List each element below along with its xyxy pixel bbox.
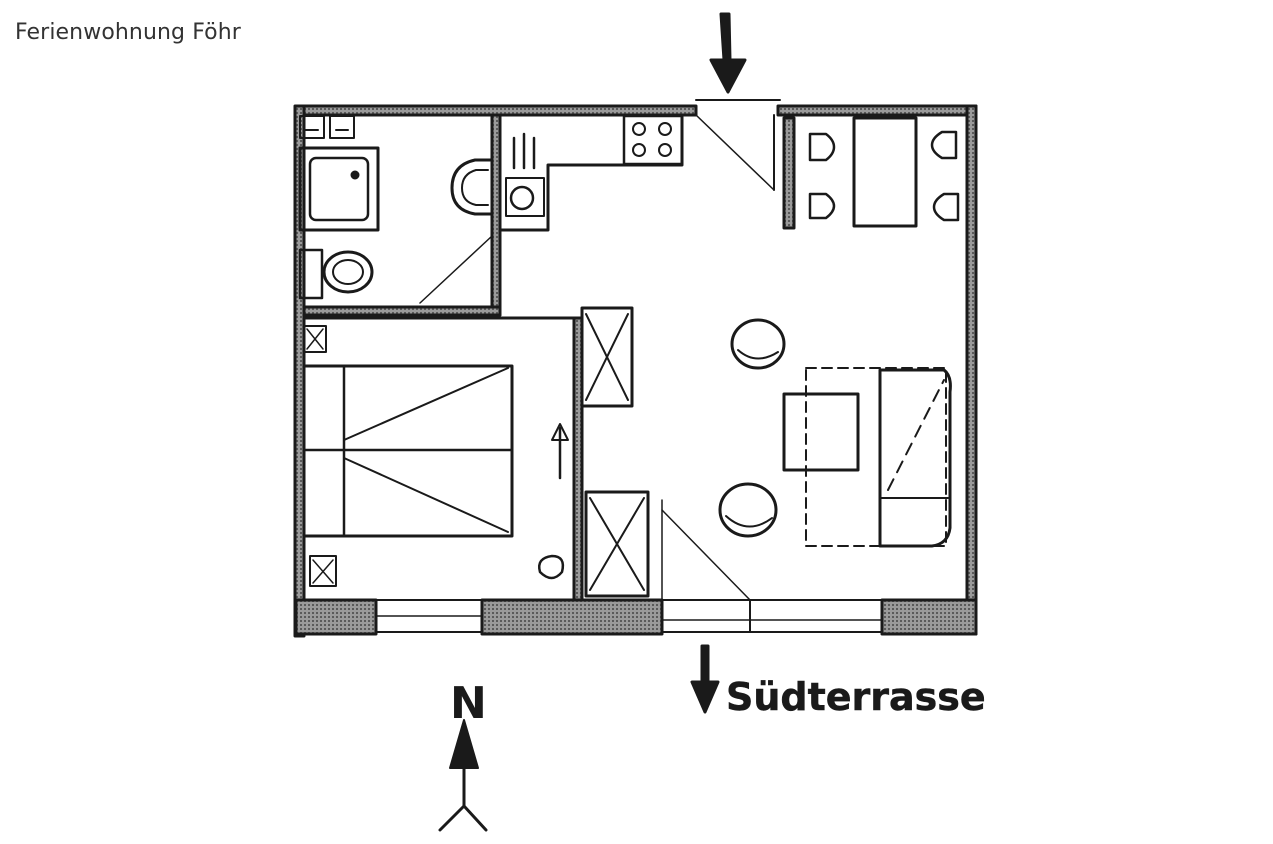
bathroom (298, 113, 502, 317)
wardrobes (580, 306, 650, 598)
terrace-arrow-icon (690, 644, 720, 714)
living-area (718, 318, 952, 548)
terrace-door (661, 499, 751, 601)
north-arrow-icon (438, 719, 488, 832)
bedroom (302, 316, 584, 602)
north-label: N (450, 678, 487, 729)
outer-walls (293, 99, 978, 638)
terrace-label: Südterrasse (726, 675, 986, 719)
page-title: Ferienwohnung Föhr (15, 20, 241, 45)
kitchen (498, 113, 684, 232)
entrance-arrow-icon (709, 12, 747, 94)
dining-area (782, 116, 960, 230)
entrance-door (695, 114, 775, 191)
